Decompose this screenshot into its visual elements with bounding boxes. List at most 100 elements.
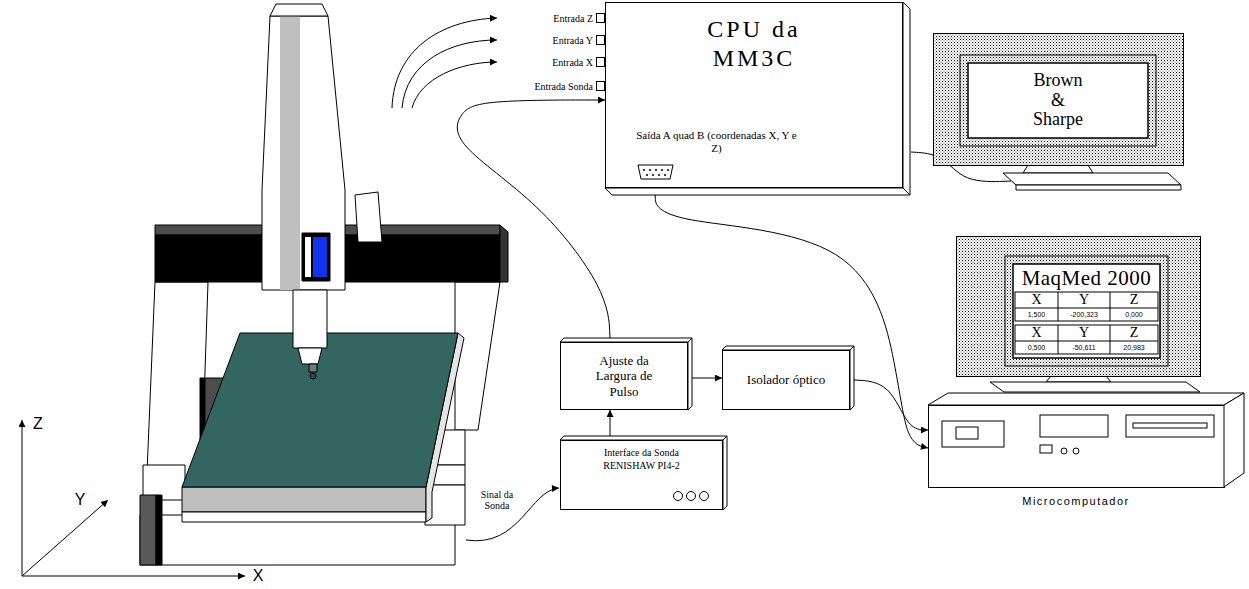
probe-quill	[293, 290, 327, 348]
input-connector	[597, 14, 605, 91]
table-grid	[1110, 292, 1111, 321]
db9-connector	[661, 169, 663, 171]
table-grid	[1015, 341, 1158, 342]
node-text: Saída A quad B (coordenadas X, Y e Z)	[634, 129, 799, 155]
input-label: Entrada Sonda	[534, 81, 593, 92]
monitor-outline	[960, 55, 1156, 146]
monitor-outline	[1013, 264, 1160, 358]
computer-outline	[928, 393, 1244, 488]
computer-outline	[1133, 423, 1207, 428]
connector	[655, 194, 928, 448]
table-cell: 1,500	[1028, 311, 1046, 319]
signal-wire	[412, 62, 497, 108]
node-text: Isolador óptico	[747, 372, 825, 388]
signal-wire	[402, 40, 497, 108]
scale-window	[302, 233, 330, 281]
scale-window	[305, 237, 311, 277]
process-box-outline	[560, 338, 692, 410]
axis-label: X	[253, 567, 264, 585]
table-grid	[1058, 325, 1059, 354]
process-box: Ajuste da Largura de Pulso	[560, 342, 688, 410]
monitor: Brown & Sharpe	[933, 33, 1188, 193]
panel-knobs	[687, 492, 696, 501]
connector	[911, 152, 1011, 182]
monitor-outline	[990, 382, 1200, 392]
db9-connector	[646, 174, 648, 176]
table-grid	[1015, 292, 1158, 321]
cmm-machine	[140, 4, 508, 565]
node-text: Ajuste da Largura de Pulso	[584, 353, 664, 400]
computer-outline	[1224, 393, 1244, 487]
interface-box-outline	[723, 436, 727, 510]
table-grid	[1015, 292, 1158, 354]
monitor-outline	[934, 34, 1184, 166]
process-box: Isolador óptico	[722, 350, 850, 410]
node-text: CPU da MM3C	[689, 15, 819, 73]
interface-box-outline	[560, 436, 727, 510]
table-cell: 0,000	[1125, 311, 1143, 319]
process-box-outline	[722, 346, 854, 350]
column-stripe	[280, 16, 300, 290]
cpu-box: CPU da MM3C Saída A quad B (coordenadas X…	[605, 2, 903, 188]
table-front	[182, 487, 426, 512]
db9-connector	[655, 169, 657, 171]
db9-connector	[638, 165, 673, 179]
panel-knobs	[674, 492, 683, 501]
process-box-outline	[560, 338, 692, 342]
input-connector	[597, 36, 605, 45]
monitor-outline	[968, 63, 1148, 138]
monitor-outline	[1005, 256, 1168, 366]
column	[262, 16, 345, 290]
guide-rail	[140, 495, 156, 565]
input-connector	[597, 82, 605, 91]
probe-stylus	[309, 364, 317, 372]
right-upright	[455, 282, 500, 430]
table-front	[182, 512, 426, 522]
table-header: X	[1031, 292, 1041, 307]
table-header: Z	[1130, 292, 1139, 307]
input-label: Entrada Z	[553, 13, 593, 24]
db9-connector	[652, 174, 654, 176]
process-box-outline	[722, 346, 854, 410]
table-grid	[1110, 325, 1111, 354]
signal-label: Sinal da Sonda	[474, 489, 520, 511]
db9-connector	[649, 169, 651, 171]
monitor-outline	[957, 237, 1201, 377]
interface-box-outline	[560, 436, 727, 440]
connector	[692, 378, 722, 379]
input-connector	[597, 14, 605, 23]
axis-arrow	[22, 500, 108, 576]
signal-wire	[392, 18, 497, 108]
db9-connector	[643, 169, 645, 171]
table-cell: 0,500	[1028, 344, 1046, 352]
table-grid	[1015, 308, 1158, 309]
input-connector	[597, 58, 605, 67]
computer-outline	[1061, 448, 1067, 454]
cpu-box-outline	[605, 188, 910, 195]
probe-tip	[310, 373, 316, 379]
table-grid	[1015, 325, 1158, 354]
table-header: Z	[1130, 325, 1139, 340]
signal-wire	[392, 18, 559, 541]
computer-outline	[942, 421, 1004, 447]
table-grid	[1058, 292, 1059, 321]
interface-box: Interface da Sonda RENISHAW PI4-2	[560, 440, 723, 510]
cpu-box-outline	[903, 2, 910, 195]
node-text: Microcomputador	[928, 495, 1224, 507]
column-cap	[270, 4, 328, 16]
node-text: Interface da Sonda RENISHAW PI4-2	[582, 447, 702, 472]
monitor-outline	[1016, 185, 1181, 190]
db9-connector	[658, 174, 660, 176]
cpu-box-outline	[605, 2, 910, 195]
computer-outline	[1126, 415, 1214, 437]
probe-head	[298, 348, 322, 364]
monitor-outline	[1023, 165, 1093, 173]
table-cell: 20,983	[1123, 344, 1144, 352]
process-box-outline	[850, 346, 854, 410]
db9-connector	[638, 165, 673, 179]
axis-label: Z	[33, 415, 43, 433]
computer-outline	[1040, 415, 1108, 437]
bridge-beam	[500, 225, 508, 282]
